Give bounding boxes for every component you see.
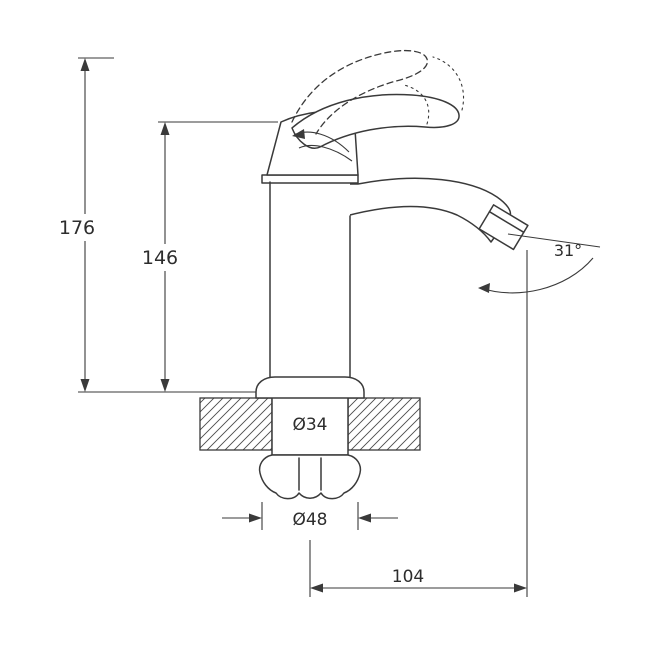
dim-total-height: 176 (56, 57, 256, 393)
dim-spout-reach-arrow-left (310, 583, 323, 593)
faucet-body-fill (270, 182, 350, 378)
dim-spout-angle-label: 31° (554, 241, 582, 260)
handle-motion-arc-inner (403, 84, 430, 125)
dim-total-height-label-bg (56, 214, 98, 241)
dim-nut-diameter: Ø48 (222, 502, 398, 530)
dim-nut-diameter-arrow-right (358, 513, 371, 523)
handle-lever (291, 93, 460, 149)
locking-nut (258, 454, 362, 500)
handle-motion-arc-outer (432, 56, 464, 111)
dim-spout-reach: 104 (309, 540, 527, 597)
dim-body-height-arrow-top (160, 122, 170, 135)
dim-spout-angle-leader (507, 233, 601, 248)
faucet-outline-group (261, 49, 529, 379)
dim-total-height-label: 176 (59, 217, 95, 239)
dim-spout-reach-arrow-right (514, 583, 527, 593)
handle-raised-dashed-outline (291, 49, 428, 135)
aerator-tip (478, 204, 529, 251)
dim-nut-diameter-label: Ø48 (292, 510, 327, 530)
base-flange (255, 376, 365, 399)
counter-hatch-right (347, 397, 421, 451)
dim-spout-angle: 31° (478, 233, 601, 294)
dim-nut-diameter-arrow-left (249, 513, 262, 523)
mounting-shank-fill (272, 398, 348, 455)
dim-spout-angle-arc (480, 257, 594, 294)
dim-total-height-arrow-bottom (80, 379, 90, 392)
dim-total-height-arrow-top (80, 58, 90, 71)
handle-swirl-arrowhead (292, 129, 305, 139)
dim-spout-reach-label: 104 (392, 567, 424, 587)
dim-body-height-label-bg (139, 244, 181, 271)
dim-body-height-label: 146 (142, 247, 178, 269)
body-cap (261, 174, 359, 184)
dim-spout-angle-arrowhead (478, 283, 490, 293)
counter-hatch-left (199, 397, 273, 451)
mounting-group: Ø34 (199, 376, 421, 500)
dim-body-height: 146 (139, 121, 278, 392)
dim-body-height-arrow-bottom (160, 379, 170, 392)
dim-shank-diameter-label: Ø34 (292, 415, 327, 435)
handle-swirl-arc-2 (298, 144, 353, 162)
